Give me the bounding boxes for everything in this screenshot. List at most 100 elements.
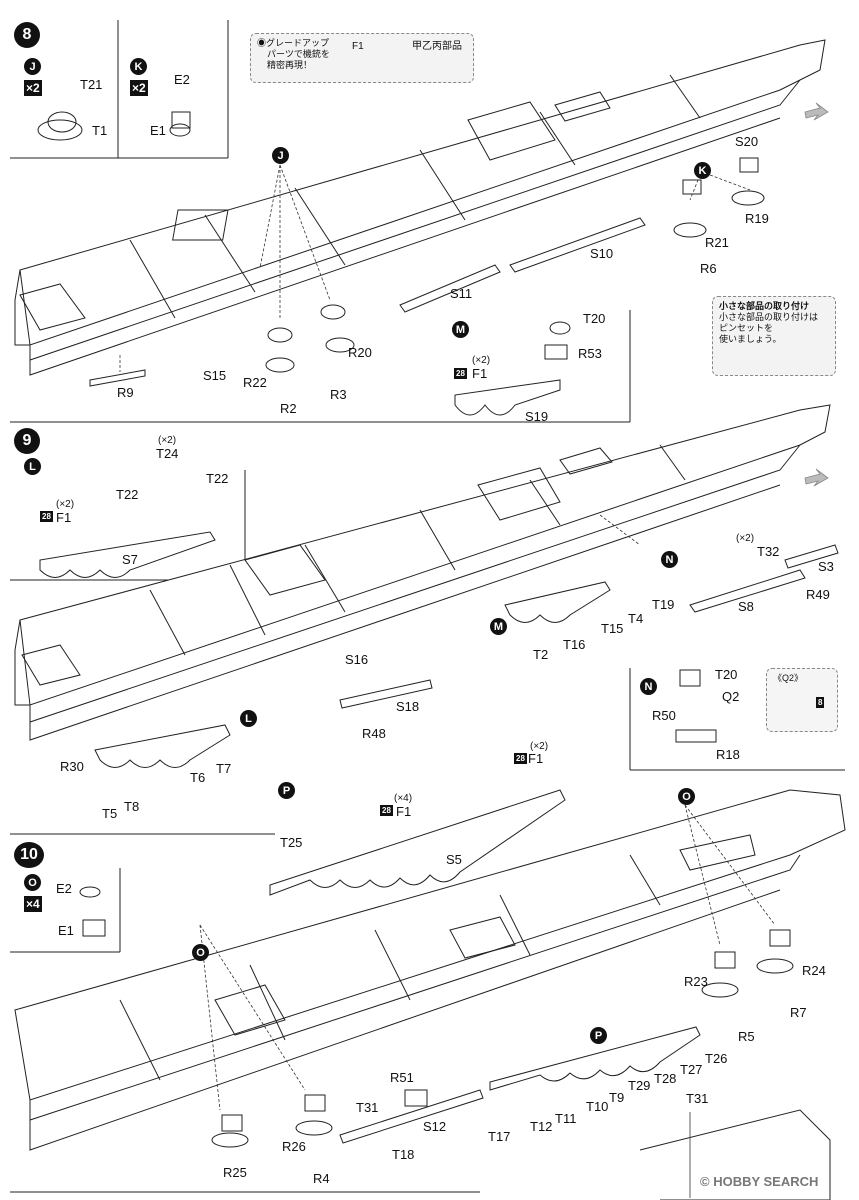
part-label: T20 <box>583 311 606 326</box>
callout-p-badge: P <box>590 1027 607 1044</box>
part-label: T17 <box>488 1129 511 1144</box>
part-label: S16 <box>345 652 369 667</box>
part-label: T8 <box>124 799 140 814</box>
callout-l-badge: L <box>240 710 257 727</box>
paint-code-badge: 28 <box>454 368 467 379</box>
step-8-badge: 8 <box>14 22 40 48</box>
part-label: E1 <box>150 123 166 138</box>
part-label: (×4) <box>394 793 413 804</box>
part-label: S19 <box>525 409 549 424</box>
part-label: T31 <box>686 1091 709 1106</box>
part-label: S5 <box>446 852 462 867</box>
small-parts-note-line: ピンセットを <box>719 323 774 333</box>
part-label: S11 <box>450 286 473 301</box>
upgrade-note-part-from: F1 <box>352 41 364 52</box>
part-label: S18 <box>396 699 420 714</box>
part-label: F1 <box>528 751 544 766</box>
part-label: F1 <box>56 510 72 525</box>
callout-n-badge: N <box>661 551 678 568</box>
subassembly-o-badge: O <box>24 874 41 891</box>
part-label: T32 <box>757 544 780 559</box>
step-10-badge: 10 <box>14 842 44 868</box>
subassembly-j-badge: J <box>24 58 41 75</box>
part-label: T4 <box>628 611 644 626</box>
part-label: T28 <box>654 1071 677 1086</box>
part-label: R3 <box>330 387 347 402</box>
part-label: (×2) <box>158 435 177 446</box>
part-label: T16 <box>563 637 586 652</box>
part-label: R18 <box>716 747 740 762</box>
part-label: T18 <box>392 1147 415 1162</box>
part-label: R49 <box>806 587 830 602</box>
part-label: T21 <box>80 77 103 92</box>
subassembly-l-badge: L <box>24 458 41 475</box>
callout-j-badge: J <box>272 147 289 164</box>
part-label: R50 <box>652 708 676 723</box>
part-label: S7 <box>122 552 138 567</box>
paint-code-badge: 8 <box>816 697 825 708</box>
part-label: R9 <box>117 385 134 400</box>
part-label: T1 <box>92 123 108 138</box>
part-label: S20 <box>735 134 759 149</box>
part-label: (×2) <box>472 355 491 366</box>
part-label: (×2) <box>530 741 549 752</box>
part-label: R19 <box>745 211 769 226</box>
subassembly-j-multiplier: ×2 <box>24 80 42 96</box>
part-label: T31 <box>356 1100 379 1115</box>
paint-code-badge: 28 <box>514 753 527 764</box>
step-9-badge: 9 <box>14 428 40 454</box>
part-label: T27 <box>680 1062 703 1077</box>
part-label: T6 <box>190 770 206 785</box>
callout-m-badge: M <box>490 618 507 635</box>
part-label: (×2) <box>736 533 755 544</box>
upgrade-note-part-to: 甲乙丙部品 <box>412 41 462 52</box>
part-label: T10 <box>586 1099 609 1114</box>
part-label: T22 <box>116 487 139 502</box>
paint-code-badge: 28 <box>380 805 393 816</box>
part-label: T24 <box>156 446 179 461</box>
part-label: S8 <box>738 599 754 614</box>
part-label: R53 <box>578 346 602 361</box>
part-label: E2 <box>56 881 72 896</box>
paint-code-badge: 28 <box>40 511 53 522</box>
part-label: R30 <box>60 759 84 774</box>
part-label: T12 <box>530 1119 553 1134</box>
q2-detail-label: 《Q2》 <box>773 673 804 683</box>
part-label: T25 <box>280 835 303 850</box>
small-parts-note: 小さな部品の取り付け 小さな部品の取り付けは ピンセットを 使いましょう。 <box>712 296 836 376</box>
part-label: F1 <box>396 804 412 819</box>
part-label: R22 <box>243 375 267 390</box>
part-label: S3 <box>818 559 834 574</box>
callout-o-badge: O <box>192 944 209 961</box>
callout-m-badge: M <box>452 321 469 338</box>
part-label: T15 <box>601 621 624 636</box>
part-label: T11 <box>555 1111 577 1126</box>
part-label: T5 <box>102 806 118 821</box>
callout-o-badge: O <box>678 788 695 805</box>
part-label: T9 <box>609 1090 625 1105</box>
upgrade-note-line: パーツで機銃を <box>267 49 330 59</box>
callout-k-badge: K <box>694 162 711 179</box>
part-label: T20 <box>715 667 738 682</box>
part-label: R24 <box>802 963 826 978</box>
q2-detail-box: 《Q2》 <box>766 668 838 732</box>
part-label: T22 <box>206 471 229 486</box>
small-parts-note-title: 小さな部品の取り付け <box>719 301 810 311</box>
part-label: S15 <box>203 368 227 383</box>
part-label: R20 <box>348 345 372 360</box>
part-label: R6 <box>700 261 717 276</box>
part-label: R7 <box>790 1005 807 1020</box>
part-label: R4 <box>313 1171 330 1186</box>
part-label: Q2 <box>722 689 740 704</box>
part-label: E1 <box>58 923 74 938</box>
upgrade-note-line: ◉グレードアップ <box>257 38 330 48</box>
upgrade-note: ◉グレードアップ パーツで機銃を 精密再現！ <box>250 33 474 83</box>
part-label: T2 <box>533 647 549 662</box>
small-parts-note-line: 小さな部品の取り付けは <box>719 312 819 322</box>
part-label: E2 <box>174 72 190 87</box>
part-label: S10 <box>590 246 614 261</box>
callout-n-badge: N <box>640 678 657 695</box>
part-label: R51 <box>390 1070 414 1085</box>
subassembly-o-multiplier: ×4 <box>24 896 42 912</box>
small-parts-note-line: 使いましょう。 <box>719 334 782 344</box>
